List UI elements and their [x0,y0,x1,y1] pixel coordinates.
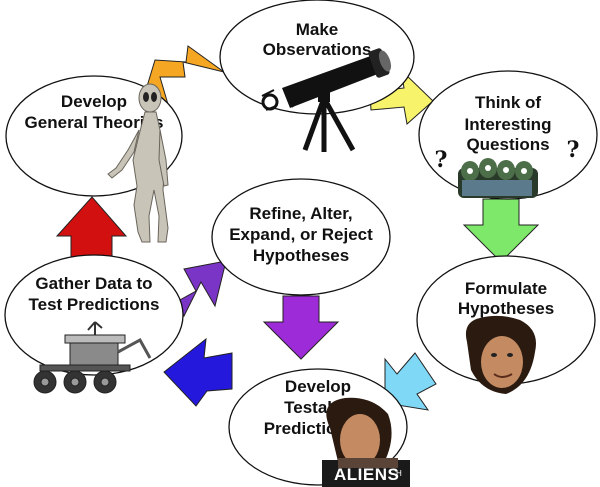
arrow-refine-to-predictions [262,295,340,360]
label-theories-2: General Theories [25,113,164,132]
arrow-observations-to-questions [369,68,434,125]
arrow-gather-to-refine [177,260,227,318]
label-theories-1: Develop [61,92,127,111]
label-formulate-2: Hypotheses [458,299,554,318]
label-gather-2: Test Predictions [29,295,160,314]
meme-caption: ALIENS [334,465,399,484]
node-refine [211,178,391,296]
label-gather-1: Gather Data to [35,274,152,293]
label-observations-2: Observations [263,40,372,59]
telescope-icon [261,48,392,152]
label-predictions-1: Develop [285,377,351,396]
label-refine-3: Hypotheses [253,246,349,265]
arrow-predictions-to-gather [163,337,233,407]
label-observations-1: Make [296,20,339,39]
label-questions-1: Think of [475,93,541,112]
label-questions-2: Interesting [465,115,552,134]
alien-guy-meme-icon [322,397,410,487]
mars-rover-icon [33,321,152,394]
node-gather-data [4,254,184,376]
alien-figure-icon [107,83,169,243]
question-mark-left: ? [435,147,448,173]
meme-watermark: H [396,469,402,478]
arrow-formulate-to-predictions [384,352,437,411]
label-refine-2: Expand, or Reject [229,225,373,244]
arrow-gather-to-theories [55,196,128,265]
alien-toys-icon [458,158,538,198]
label-refine-1: Refine, Alter, [249,204,352,223]
arrow-questions-to-formulate [462,198,540,263]
label-formulate-1: Formulate [465,279,547,298]
label-questions-3: Questions [466,135,549,154]
alien-guy-face-icon [465,315,536,394]
question-mark-right: ? [567,137,580,163]
